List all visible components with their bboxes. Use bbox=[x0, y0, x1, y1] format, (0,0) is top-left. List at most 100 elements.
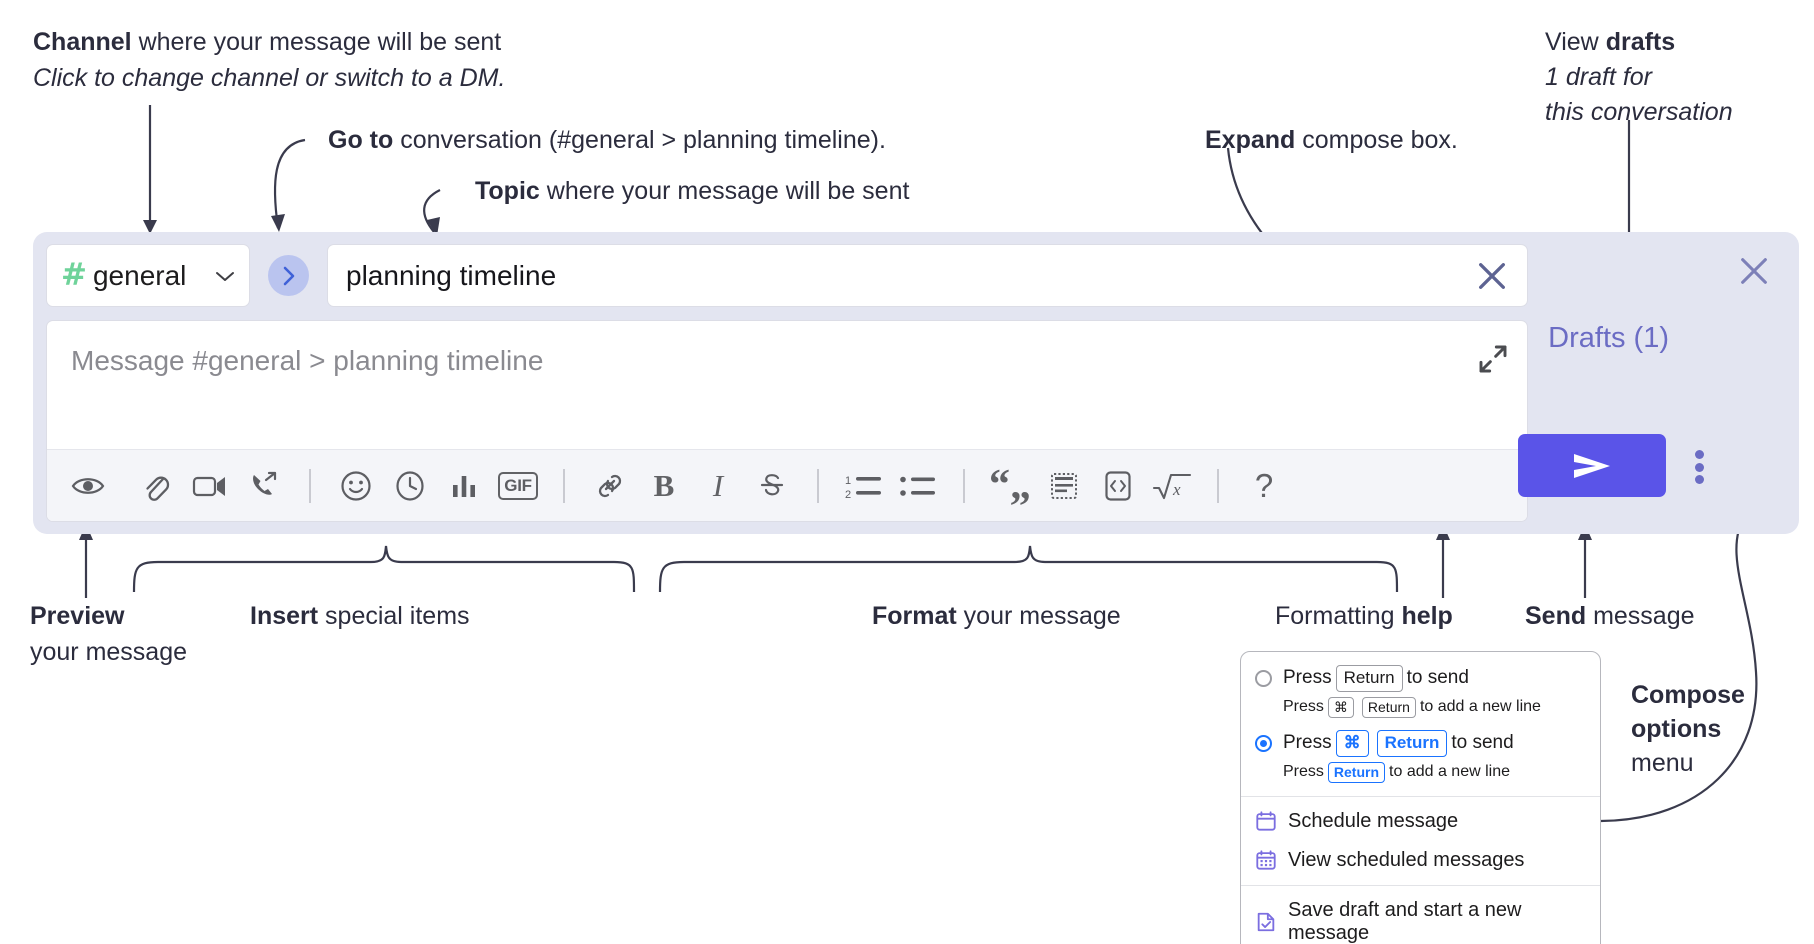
annotation-goto: Go to conversation (#general > planning … bbox=[328, 124, 886, 156]
send-button[interactable] bbox=[1518, 434, 1666, 497]
menu-item-schedule-message[interactable]: Schedule message bbox=[1241, 802, 1600, 841]
toolbar-divider bbox=[1217, 468, 1219, 503]
radio-option-cmd-return-to-send[interactable]: Press ⌘ Return to send bbox=[1241, 728, 1600, 759]
video-clip-button[interactable] bbox=[183, 459, 237, 513]
eye-icon bbox=[71, 477, 105, 494]
emoji-button[interactable] bbox=[329, 459, 383, 513]
message-input-placeholder: Message #general > planning timeline bbox=[71, 345, 544, 376]
save-draft-icon bbox=[1257, 912, 1275, 931]
key-return: Return bbox=[1376, 729, 1448, 757]
formatting-help-button[interactable]: ? bbox=[1237, 459, 1291, 513]
compose-options-menu: Press Return to send Press ⌘ Return to a… bbox=[1240, 651, 1601, 944]
poll-button[interactable] bbox=[437, 459, 491, 513]
code-block-icon bbox=[1051, 472, 1077, 499]
annotation-send-rest: message bbox=[1586, 602, 1695, 630]
go-to-conversation-button[interactable] bbox=[268, 255, 309, 296]
formatting-toolbar: GIF B I bbox=[47, 449, 1527, 521]
annotation-channel-italic: Click to change channel or switch to a D… bbox=[33, 64, 506, 92]
code-block-button[interactable] bbox=[1037, 459, 1091, 513]
menu-item-view-scheduled-messages[interactable]: View scheduled messages bbox=[1241, 841, 1600, 880]
strikethrough-button[interactable] bbox=[745, 459, 799, 513]
menu-item-label: Save draft and start a new message bbox=[1288, 898, 1522, 944]
blockquote-button[interactable]: “„ bbox=[983, 459, 1037, 513]
compose-options-button[interactable] bbox=[1685, 450, 1713, 484]
radio-label-pre: Press bbox=[1283, 732, 1332, 754]
annotation-insert: Insert special items bbox=[250, 600, 470, 632]
send-shortcut-options: Press Return to send Press ⌘ Return to a… bbox=[1241, 652, 1600, 796]
compose-header-row: # general planning timeline bbox=[46, 244, 1528, 307]
calendar-grid-icon bbox=[1256, 850, 1276, 870]
topic-input-wrapper[interactable]: planning timeline bbox=[327, 244, 1528, 307]
channel-selector[interactable]: # general bbox=[46, 244, 250, 307]
preview-button[interactable] bbox=[61, 459, 115, 513]
gif-icon: GIF bbox=[498, 471, 538, 500]
annotation-drafts-rest: View bbox=[1545, 28, 1606, 56]
radio-label-pre: Press bbox=[1283, 667, 1332, 689]
annotation-channel-bold: Channel bbox=[33, 28, 132, 56]
annotation-compose-options-rest: menu bbox=[1631, 749, 1694, 777]
paperclip-icon bbox=[146, 476, 170, 501]
annotation-drafts-italic2: this conversation bbox=[1545, 98, 1733, 126]
sub-pre: Press bbox=[1283, 763, 1324, 781]
message-input-box[interactable]: Message #general > planning timeline bbox=[46, 320, 1528, 522]
annotation-format-bold: Format bbox=[872, 602, 957, 630]
sub-post: to add a new line bbox=[1419, 698, 1541, 716]
radio-label-post: to send bbox=[1406, 667, 1469, 689]
strikethrough-icon bbox=[760, 473, 784, 495]
vertical-dots-icon bbox=[1694, 475, 1704, 484]
bold-button[interactable]: B bbox=[637, 459, 691, 513]
radio-icon-selected[interactable] bbox=[1255, 734, 1272, 752]
ordered-list-button[interactable]: 1 2 bbox=[837, 459, 891, 513]
annotation-channel-rest: where your message will be sent bbox=[131, 28, 502, 56]
vertical-dots-icon bbox=[1694, 462, 1704, 472]
toolbar-divider bbox=[309, 468, 311, 503]
smiley-icon bbox=[341, 470, 371, 501]
radio-icon[interactable] bbox=[1255, 669, 1272, 687]
sub-post: to add a new line bbox=[1389, 763, 1511, 781]
compose-box: # general planning timeline bbox=[33, 232, 1799, 534]
svg-text:x: x bbox=[1172, 480, 1181, 499]
radio-label-post: to send bbox=[1451, 732, 1514, 754]
menu-item-save-draft[interactable]: Save draft and start a new message bbox=[1241, 891, 1600, 944]
annotation-compose-options-bold2: options bbox=[1631, 715, 1722, 743]
expand-compose-button[interactable] bbox=[1477, 343, 1509, 375]
attach-file-button[interactable] bbox=[129, 459, 183, 513]
clear-topic-button[interactable] bbox=[1475, 259, 1509, 293]
close-compose-button[interactable] bbox=[1737, 254, 1771, 288]
drafts-link[interactable]: Drafts (1) bbox=[1548, 322, 1669, 354]
reminder-button[interactable] bbox=[383, 459, 437, 513]
bulleted-list-button[interactable] bbox=[891, 459, 945, 513]
toolbar-divider bbox=[963, 468, 965, 503]
sub-hint-return: Press ⌘ Return to add a new line bbox=[1241, 694, 1600, 721]
link-button[interactable] bbox=[583, 459, 637, 513]
radio-option-return-to-send[interactable]: Press Return to send bbox=[1241, 663, 1600, 694]
menu-divider bbox=[1241, 884, 1600, 886]
annotation-formatting-help-bold: help bbox=[1401, 602, 1453, 630]
menu-item-label: Schedule message bbox=[1288, 809, 1459, 832]
annotation-insert-rest: special items bbox=[318, 602, 470, 630]
italic-button[interactable]: I bbox=[691, 459, 745, 513]
close-icon bbox=[1741, 258, 1767, 284]
annotation-goto-rest: conversation (#general > planning timeli… bbox=[393, 126, 886, 154]
annotation-topic-rest: where your message will be sent bbox=[539, 177, 910, 205]
code-button[interactable] bbox=[1091, 459, 1145, 513]
annotation-goto-bold: Go to bbox=[328, 126, 394, 154]
annotation-drafts-italic1: 1 draft for bbox=[1545, 63, 1652, 91]
math-button[interactable]: x bbox=[1145, 459, 1199, 513]
gif-button[interactable]: GIF bbox=[491, 459, 545, 513]
toolbar-divider bbox=[563, 468, 565, 503]
key-command: ⌘ bbox=[1327, 696, 1354, 718]
vertical-dots-icon bbox=[1694, 450, 1704, 459]
topic-input[interactable]: planning timeline bbox=[346, 259, 557, 291]
annotation-drafts: View drafts 1 draft for this conversatio… bbox=[1545, 26, 1733, 128]
audio-clip-button[interactable] bbox=[237, 459, 291, 513]
annotation-channel: Channel where your message will be sent … bbox=[33, 26, 505, 94]
sub-hint-cmd-return: Press Return to add a new line bbox=[1241, 759, 1600, 786]
annotation-expand: Expand compose box. bbox=[1205, 124, 1458, 156]
svg-text:1: 1 bbox=[845, 475, 851, 487]
phone-share-icon bbox=[253, 471, 277, 495]
menu-item-label: View scheduled messages bbox=[1288, 848, 1525, 871]
bulleted-list-icon bbox=[900, 476, 935, 496]
chevron-right-icon bbox=[283, 266, 294, 285]
send-paper-plane-icon bbox=[1574, 453, 1610, 478]
